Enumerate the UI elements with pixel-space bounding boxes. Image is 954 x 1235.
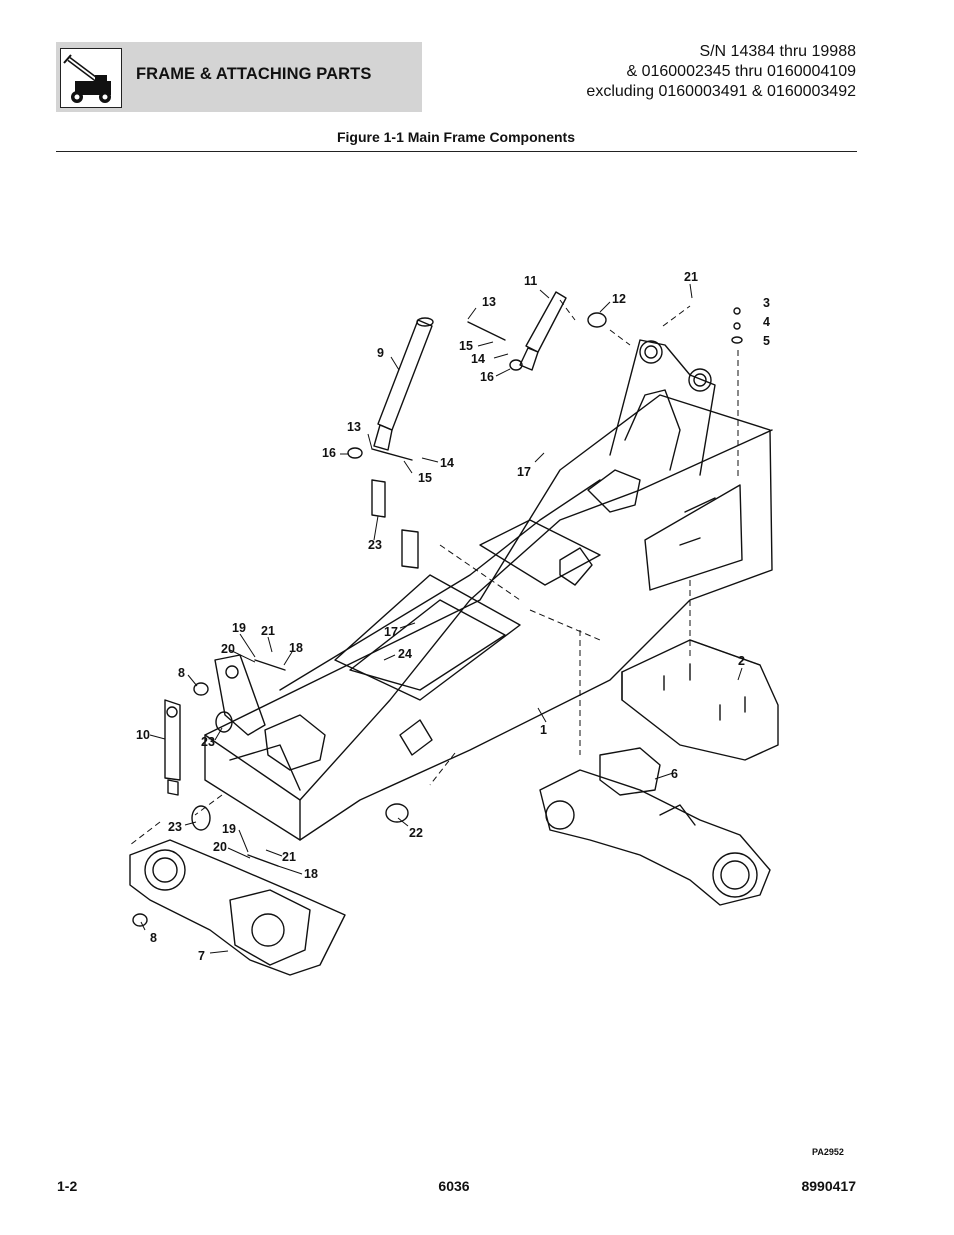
section-title: FRAME & ATTACHING PARTS — [136, 65, 372, 83]
tilt-cylinder — [525, 291, 567, 353]
callout-label: 20 — [213, 840, 227, 854]
telehandler-icon — [60, 48, 122, 108]
serial-number-range: S/N 14384 thru 19988 & 0160002345 thru 0… — [586, 42, 856, 102]
page-number: 1-2 — [57, 1178, 78, 1194]
access-gasket — [371, 479, 386, 518]
callout-label: 8 — [178, 666, 185, 680]
callout-label: 15 — [418, 471, 432, 485]
callout-label: 14 — [471, 352, 485, 366]
document-number: 8990417 — [801, 1178, 856, 1194]
main-frame — [204, 394, 773, 841]
counterweight — [621, 639, 779, 761]
callout-label: 24 — [398, 647, 412, 661]
callout-label: 17 — [384, 625, 398, 639]
callout-label: 9 — [377, 346, 384, 360]
callout-label: 18 — [304, 867, 318, 881]
callout-label: 8 — [150, 931, 157, 945]
callout-label: 23 — [201, 735, 215, 749]
callout-label: 10 — [136, 728, 150, 742]
callout-label: 7 — [198, 949, 205, 963]
callout-label: 21 — [261, 624, 275, 638]
callout-label: 16 — [480, 370, 494, 384]
callout-label: 4 — [763, 315, 770, 329]
serial-line: excluding 0160003491 & 0160003492 — [586, 83, 856, 100]
figure-title: Figure 1-1 Main Frame Components — [336, 129, 576, 145]
header-rule — [56, 151, 857, 152]
callout-label: 6 — [671, 767, 678, 781]
callout-label: 17 — [517, 465, 531, 479]
callout-label: 14 — [440, 456, 454, 470]
callout-label: 2 — [738, 654, 745, 668]
model-number: 6036 — [438, 1178, 470, 1194]
callout-label: 21 — [282, 850, 296, 864]
callout-label: 13 — [347, 420, 361, 434]
steer-cylinder — [164, 699, 181, 781]
front-axle — [539, 769, 771, 906]
lift-cylinder — [377, 319, 433, 431]
callout-label: 22 — [409, 826, 423, 840]
serial-line: S/N 14384 thru 19988 — [699, 43, 856, 60]
callout-label: 1 — [540, 723, 547, 737]
figure-code: PA2952 — [812, 1147, 844, 1157]
callout-label: 20 — [221, 642, 235, 656]
callout-label: 16 — [322, 446, 336, 460]
boom-pivot-tower — [609, 339, 716, 476]
callout-label: 21 — [684, 270, 698, 284]
callout-label: 18 — [289, 641, 303, 655]
serial-line: & 0160002345 thru 0160004109 — [626, 63, 856, 80]
callout-label: 15 — [459, 339, 473, 353]
callout-label: 13 — [482, 295, 496, 309]
callout-label: 12 — [612, 292, 626, 306]
callout-label: 23 — [368, 538, 382, 552]
callout-label: 11 — [524, 274, 537, 288]
callout-label: 19 — [222, 822, 236, 836]
callout-label: 3 — [763, 296, 770, 310]
rear-axle — [129, 839, 346, 976]
callout-label: 23 — [168, 820, 182, 834]
callout-label: 19 — [232, 621, 246, 635]
callout-label: 5 — [763, 334, 770, 348]
